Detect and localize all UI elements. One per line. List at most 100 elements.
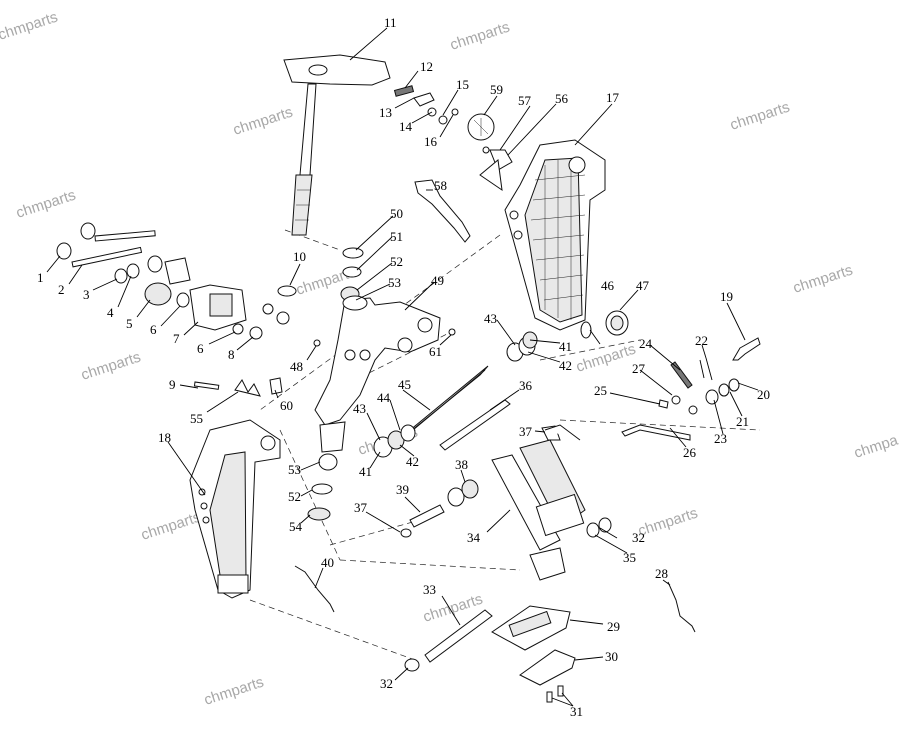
ground-wire — [294, 565, 335, 613]
callout-5: 5 — [126, 316, 133, 331]
right-clamp-bracket — [504, 139, 606, 331]
watermark: chmparts — [0, 9, 60, 44]
callout-51: 51 — [390, 229, 403, 244]
tube — [409, 504, 445, 528]
ring — [404, 658, 420, 672]
grease-fitting — [313, 339, 321, 347]
ring — [598, 517, 612, 533]
callout-22: 22 — [695, 333, 708, 348]
tilt-rod — [439, 399, 511, 451]
callout-29: 29 — [607, 619, 620, 634]
callout-8: 8 — [228, 347, 235, 362]
callout-39: 39 — [396, 482, 409, 497]
callout-60: 60 — [280, 398, 293, 413]
callout-42: 42 — [406, 454, 419, 469]
bushing-lower — [318, 453, 338, 471]
callout-35: 35 — [623, 550, 636, 565]
callout-7: 7 — [173, 331, 180, 346]
callout-25: 25 — [594, 383, 607, 398]
callout-55: 55 — [190, 411, 203, 426]
left-hardware — [56, 222, 290, 340]
o-ring — [580, 321, 592, 339]
anode-blocks — [491, 605, 576, 703]
callout-59: 59 — [490, 82, 503, 97]
long-tube — [424, 609, 493, 663]
leader-lines — [46, 27, 759, 707]
ring — [277, 285, 297, 297]
callout-47: 47 — [636, 278, 650, 293]
callout-32: 32 — [632, 530, 645, 545]
callout-14: 14 — [399, 119, 413, 134]
seal-lower — [307, 507, 331, 521]
callout-28: 28 — [655, 566, 668, 581]
callout-24: 24 — [639, 336, 653, 351]
callout-30: 30 — [605, 649, 618, 664]
washer — [342, 266, 362, 278]
callout-48: 48 — [290, 359, 303, 374]
washer — [342, 247, 364, 259]
callout-15: 15 — [456, 77, 469, 92]
watermark: chmparts — [79, 349, 143, 384]
callout-2: 2 — [58, 282, 65, 297]
bushing-pair — [447, 487, 465, 507]
steering-bracket-shaft — [283, 54, 391, 236]
watermark: chmparts — [231, 104, 295, 139]
bushing — [605, 310, 629, 336]
callout-38: 38 — [455, 457, 468, 472]
watermarks: chmparts chmparts chmparts chmparts chmp… — [0, 9, 900, 709]
callout-43: 43 — [353, 401, 366, 416]
callout-26: 26 — [683, 445, 697, 460]
sensor-wire — [667, 581, 696, 633]
callout-10: 10 — [293, 249, 306, 264]
watermark: chmparts — [139, 509, 203, 544]
grease-fitting — [448, 328, 456, 336]
callout-42: 42 — [559, 358, 572, 373]
callout-52: 52 — [390, 254, 403, 269]
tilt-shaft — [373, 331, 538, 458]
callout-12: 12 — [420, 59, 433, 74]
ring — [586, 522, 600, 538]
trim-tilt-unit — [491, 424, 586, 581]
bracket-mesh-pattern — [530, 160, 586, 320]
callout-40: 40 — [321, 555, 334, 570]
callout-53: 53 — [288, 462, 301, 477]
watermark: chmparts — [448, 19, 512, 54]
left-clamp-bracket — [189, 419, 281, 599]
grease-nipple — [269, 377, 283, 395]
watermark: chmparts — [636, 505, 700, 540]
callout-56: 56 — [555, 91, 569, 106]
callout-19: 19 — [720, 289, 733, 304]
clip — [234, 379, 261, 397]
callout-33: 33 — [423, 582, 436, 597]
callout-37: 37 — [519, 424, 533, 439]
callout-6: 6 — [150, 322, 157, 337]
callout-31: 31 — [570, 704, 583, 719]
watermark-partial: chmpa — [852, 432, 900, 462]
callout-3: 3 — [83, 287, 90, 302]
callout-20: 20 — [757, 387, 770, 402]
callout-32: 32 — [380, 676, 393, 691]
callout-44: 44 — [377, 390, 391, 405]
watermark: chmparts — [728, 99, 792, 134]
callout-61: 61 — [429, 344, 442, 359]
callout-41: 41 — [359, 464, 372, 479]
callout-57: 57 — [518, 93, 532, 108]
callout-34: 34 — [467, 530, 481, 545]
callout-49: 49 — [431, 273, 444, 288]
callout-21: 21 — [736, 414, 749, 429]
callout-4: 4 — [107, 305, 114, 320]
swivel-bracket — [314, 295, 441, 453]
callout-43: 43 — [484, 311, 497, 326]
callout-41: 41 — [559, 339, 572, 354]
callout-16: 16 — [424, 134, 438, 149]
watermark: chmparts — [202, 674, 266, 709]
callout-52: 52 — [288, 489, 301, 504]
bushing-pair — [461, 479, 479, 499]
bent-tube — [414, 179, 471, 243]
washer-lower — [311, 483, 333, 495]
callout-1: 1 — [37, 270, 44, 285]
callout-17: 17 — [606, 90, 620, 105]
callout-6: 6 — [197, 341, 204, 356]
